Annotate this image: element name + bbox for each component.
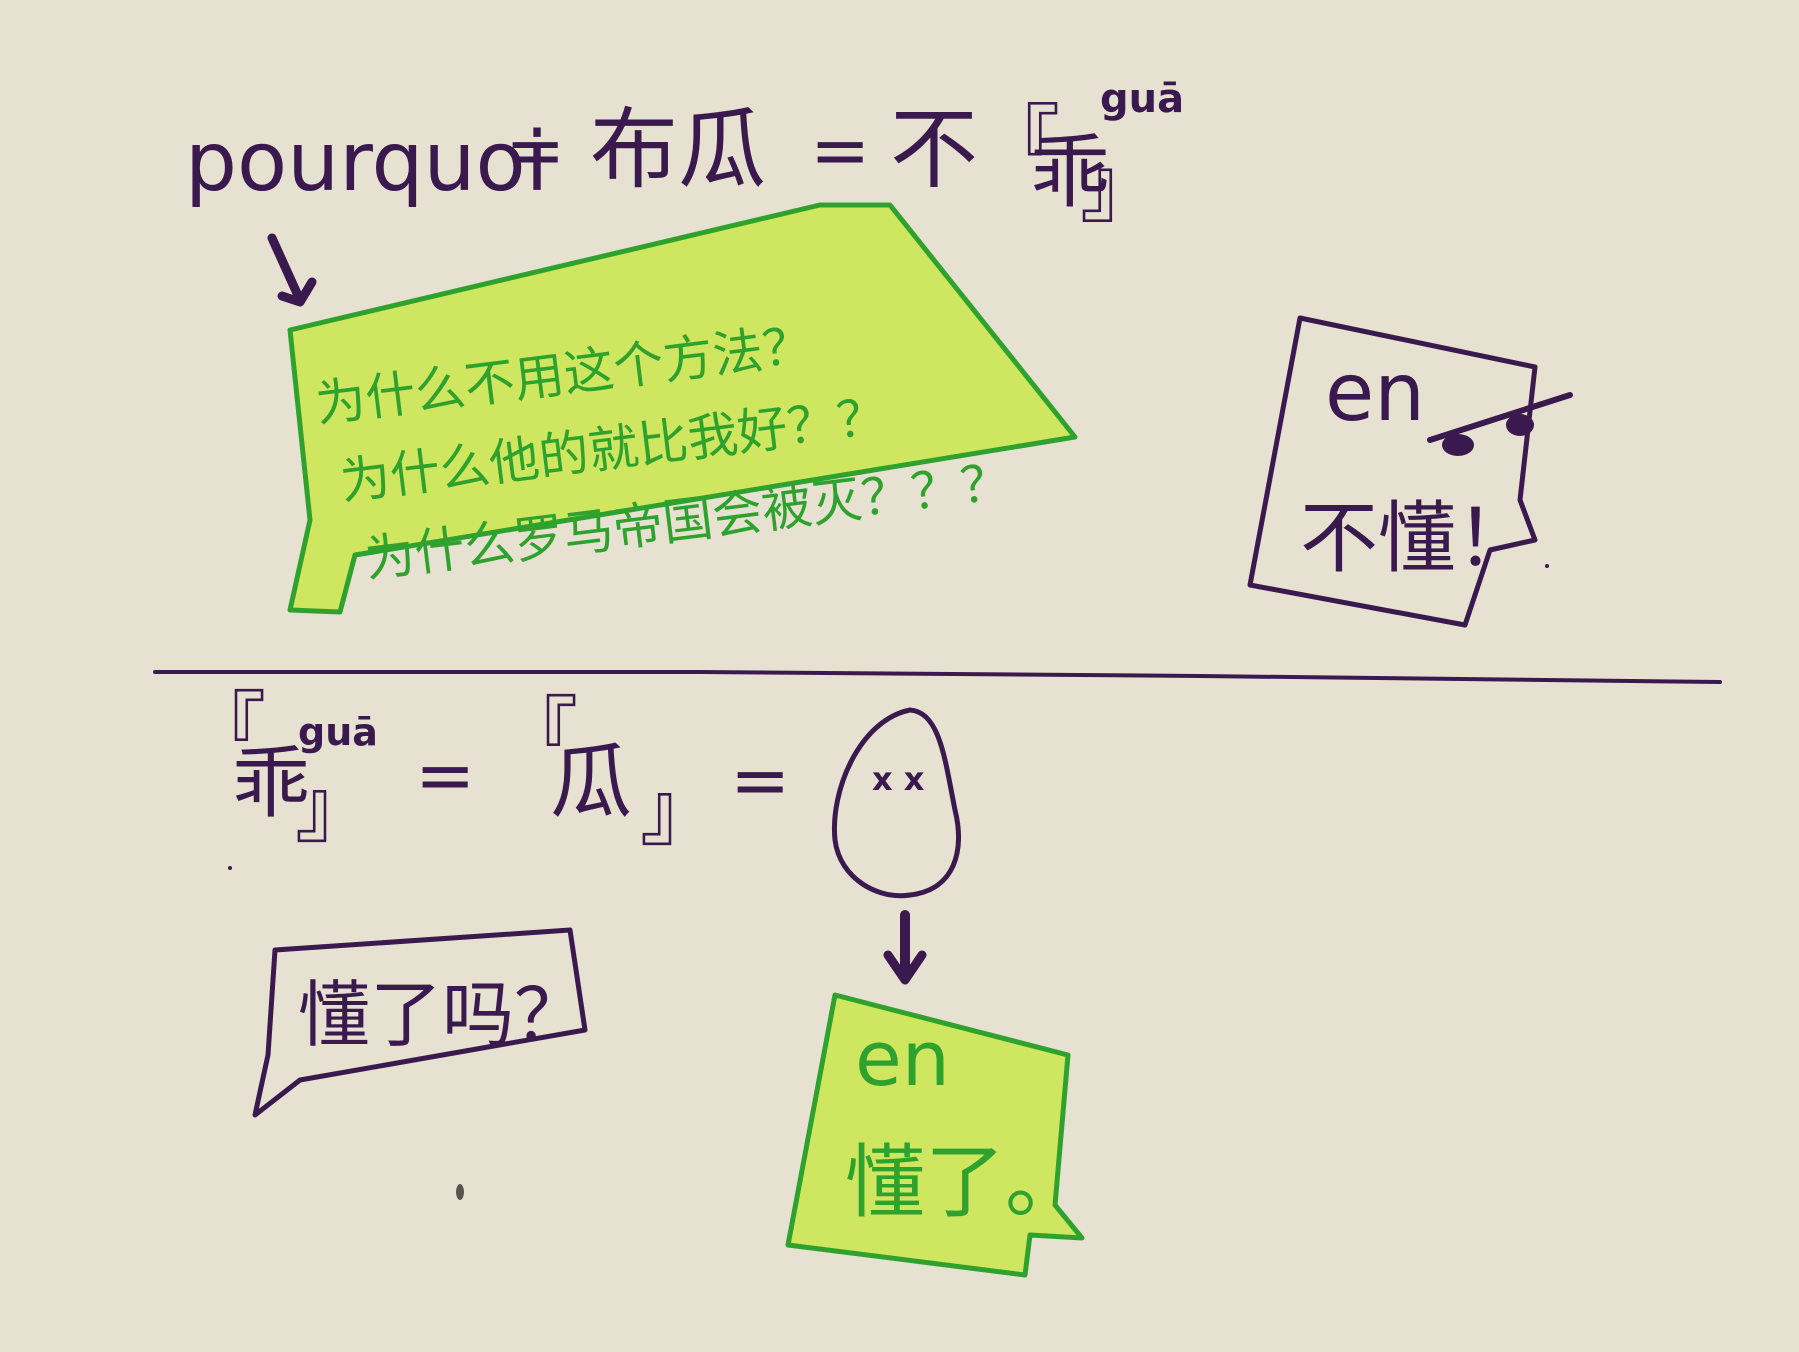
answer-bubble-shape bbox=[785, 992, 1085, 1278]
panel-divider bbox=[153, 670, 1722, 684]
bracket-close-top: 』 bbox=[1080, 141, 1160, 234]
bu-char: 不 bbox=[890, 98, 978, 201]
bracket-open-bottom: 『 bbox=[188, 684, 266, 774]
question-bubble: 为什么不用这个方法？ 为什么他的就比我好？？ 为什么罗马帝国会被灭？？？ bbox=[287, 202, 1078, 615]
ask-text: 懂了吗？ bbox=[298, 973, 586, 1057]
ask-bubble-shape bbox=[252, 927, 588, 1118]
answer-bubble: en 懂了。 bbox=[785, 992, 1085, 1278]
pinyin-gua-bottom: guā bbox=[298, 710, 378, 754]
answer-en: en bbox=[855, 1014, 950, 1103]
guai-char-top: 乖 bbox=[1030, 126, 1110, 219]
arrow-down-icon-2 bbox=[883, 910, 927, 985]
equals-sign-1: = bbox=[505, 108, 565, 192]
pourquoi-text: pourquoi bbox=[185, 115, 548, 210]
sunglasses-icon bbox=[1427, 392, 1573, 456]
bottom-equation: 『 乖 』 guā = 『 瓜 』 = bbox=[188, 684, 790, 857]
bracket-close-gua: 』 bbox=[640, 767, 718, 857]
equals-sign-2: = bbox=[810, 108, 870, 192]
melon-face-icon: x x bbox=[831, 707, 962, 899]
bracket-close-bottom: 』 bbox=[295, 764, 373, 854]
arrow-down-icon bbox=[267, 233, 317, 307]
reply-bubble-top: en 不懂！ bbox=[1247, 315, 1573, 628]
equals-sign-4: = bbox=[730, 738, 790, 822]
buguа-text: 布瓜 bbox=[590, 98, 766, 201]
reply-top-budong: 不懂！ bbox=[1300, 494, 1534, 584]
answer-dongle: 懂了。 bbox=[845, 1136, 1085, 1229]
ink-specks bbox=[228, 564, 1549, 1200]
pinyin-gua-top: guā bbox=[1100, 76, 1184, 122]
ask-bubble: 懂了吗？ bbox=[252, 927, 588, 1118]
question-bubble-shape bbox=[287, 202, 1078, 615]
gua-char: 瓜 bbox=[550, 735, 632, 830]
reply-bubble-top-shape bbox=[1247, 315, 1538, 628]
guai-char-bottom: 乖 bbox=[232, 739, 310, 829]
bracket-open-gua: 『 bbox=[500, 689, 578, 779]
reply-top-en: en bbox=[1325, 346, 1425, 439]
bracket-open-top: 『 bbox=[980, 96, 1060, 189]
equals-sign-3: = bbox=[415, 733, 475, 817]
top-equation: pourquoi = 布瓜 = 不 『 乖 』 guā bbox=[185, 76, 1184, 234]
face-eyes: x x bbox=[872, 760, 925, 798]
